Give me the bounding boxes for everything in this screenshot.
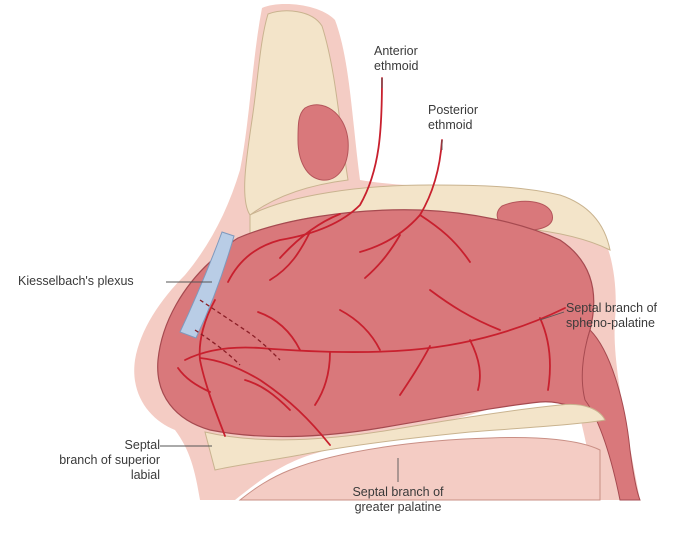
label-posterior-ethmoid: Posterior ethmoid — [428, 103, 478, 133]
label-kiesselbach-plexus: Kiesselbach's plexus — [18, 274, 134, 289]
label-superior-labial-line1: Septal — [14, 438, 160, 453]
label-sphenopalatine-line2: spheno-palatine — [566, 316, 657, 331]
label-anterior-ethmoid: Anterior ethmoid — [374, 44, 418, 74]
label-superior-labial: Septal branch of superior labial — [14, 438, 160, 483]
label-sphenopalatine-line1: Septal branch of — [566, 301, 657, 316]
label-sphenopalatine: Septal branch of spheno-palatine — [566, 301, 657, 331]
label-superior-labial-line3: labial — [14, 468, 160, 483]
label-anterior-ethmoid-line1: Anterior — [374, 44, 418, 59]
label-posterior-ethmoid-line2: ethmoid — [428, 118, 478, 133]
label-greater-palatine-line2: greater palatine — [335, 500, 461, 515]
label-anterior-ethmoid-line2: ethmoid — [374, 59, 418, 74]
label-superior-labial-line2: branch of superior — [14, 453, 160, 468]
label-greater-palatine-line1: Septal branch of — [335, 485, 461, 500]
label-kiesselbach-line1: Kiesselbach's plexus — [18, 274, 134, 289]
label-posterior-ethmoid-line1: Posterior — [428, 103, 478, 118]
label-greater-palatine: Septal branch of greater palatine — [335, 485, 461, 515]
